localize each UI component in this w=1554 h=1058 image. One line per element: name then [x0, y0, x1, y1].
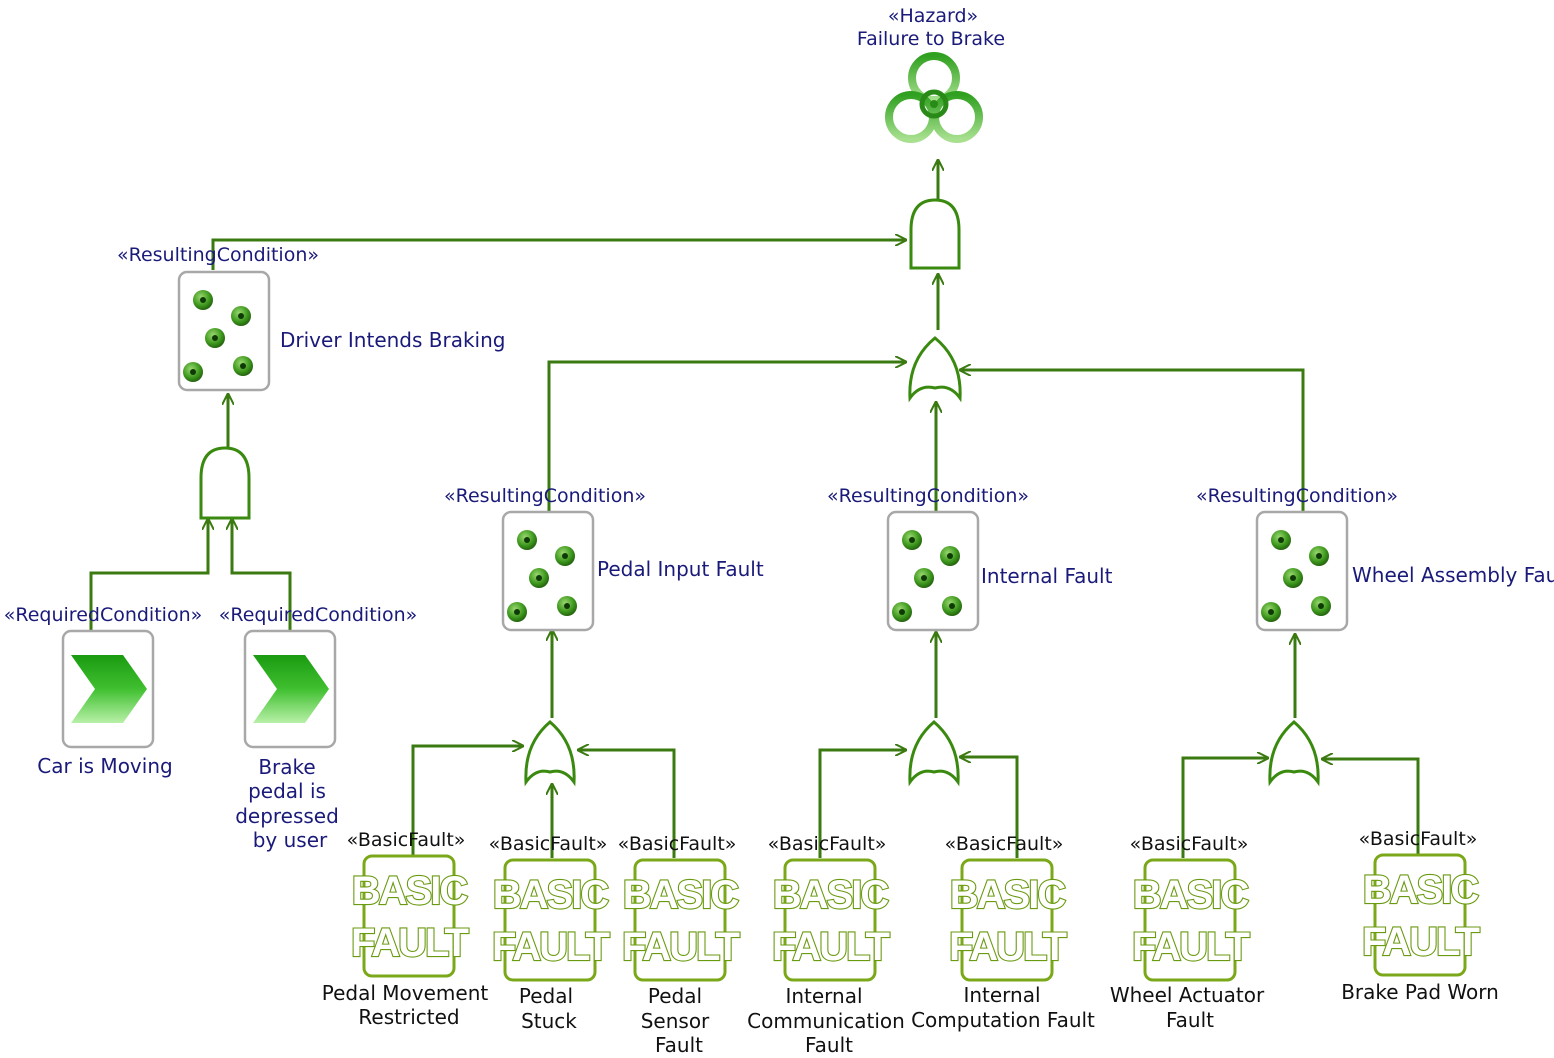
driver-condition-stereotype: «ResultingCondition»	[117, 244, 319, 266]
brake-pedal-chevron-icon	[243, 629, 337, 749]
svg-text:BASIC: BASIC	[352, 869, 468, 913]
brake-pedal-name-line-2: pedal is	[248, 779, 326, 803]
svg-text:BASIC: BASIC	[493, 873, 609, 917]
svg-text:FAULT: FAULT	[351, 921, 468, 965]
hazard-stereotype: «Hazard»	[888, 5, 978, 27]
fault-2-name-line-1: Pedal	[519, 984, 573, 1008]
hazard-name: Failure to Brake	[857, 28, 1005, 50]
car-moving-chevron-icon	[61, 629, 155, 749]
svg-text:BASIC: BASIC	[773, 873, 889, 917]
pedal-input-condition-name: Pedal Input Fault	[597, 557, 764, 581]
fault-2-name-line-2: Stuck	[521, 1009, 577, 1033]
driver-condition-dice-icon	[177, 270, 271, 392]
fault-1-basic-fault-icon: BASIC FAULT	[350, 854, 472, 978]
svg-text:FAULT: FAULT	[772, 925, 889, 969]
svg-text:BASIC: BASIC	[1363, 868, 1479, 912]
wheel-assembly-condition-name: Wheel Assembly Fault	[1352, 563, 1554, 587]
connector-wires	[89, 160, 1420, 858]
wheel-assembly-condition-dice-icon	[1255, 510, 1349, 632]
brake-pedal-name-line-3: depressed	[235, 804, 339, 828]
fault-7-basic-fault-icon: BASIC FAULT	[1361, 853, 1483, 977]
or-gate-middle	[908, 336, 962, 403]
or-gate-wheel	[1268, 720, 1320, 787]
fault-4-stereotype: «BasicFault»	[768, 833, 887, 855]
svg-text:BASIC: BASIC	[623, 873, 739, 917]
internal-condition-name: Internal Fault	[981, 564, 1113, 588]
fault-3-basic-fault-icon: BASIC FAULT	[621, 858, 743, 982]
fault-2-stereotype: «BasicFault»	[489, 833, 608, 855]
svg-text:BASIC: BASIC	[950, 873, 1066, 917]
fault-3-name-line-3: Fault	[655, 1033, 703, 1057]
fault-7-name-line-1: Brake Pad Worn	[1341, 980, 1499, 1004]
car-moving-name: Car is Moving	[37, 754, 172, 778]
fault-4-name-line-2: Communication	[747, 1009, 905, 1033]
fault-3-stereotype: «BasicFault»	[618, 833, 737, 855]
and-gate-top	[909, 198, 961, 270]
brake-pedal-name-line-4: by user	[253, 828, 328, 852]
fault-5-basic-fault-icon: BASIC FAULT	[948, 858, 1070, 982]
brake-pedal-name-line-1: Brake	[258, 755, 315, 779]
fault-3-name-line-2: Sensor	[641, 1009, 710, 1033]
fault-4-name-line-1: Internal	[785, 984, 862, 1008]
fault-7-stereotype: «BasicFault»	[1359, 828, 1478, 850]
fault-3-name-line-1: Pedal	[648, 984, 702, 1008]
fault-1-name-line-1: Pedal Movement	[322, 981, 489, 1005]
fault-5-stereotype: «BasicFault»	[945, 833, 1064, 855]
svg-text:FAULT: FAULT	[492, 925, 609, 969]
or-gate-internal	[908, 720, 960, 787]
pedal-input-condition-stereotype: «ResultingCondition»	[444, 485, 646, 507]
svg-text:FAULT: FAULT	[1132, 925, 1249, 969]
fault-6-stereotype: «BasicFault»	[1130, 833, 1249, 855]
internal-condition-dice-icon	[886, 510, 980, 632]
fault-1-name-line-2: Restricted	[358, 1005, 459, 1029]
fault-5-name-line-1: Internal	[963, 983, 1040, 1007]
and-gate-driver	[199, 446, 251, 520]
driver-condition-name: Driver Intends Braking	[280, 328, 505, 352]
biohazard-icon	[885, 52, 983, 143]
svg-text:FAULT: FAULT	[1362, 920, 1479, 964]
svg-text:FAULT: FAULT	[622, 925, 739, 969]
svg-text:FAULT: FAULT	[949, 925, 1066, 969]
pedal-input-condition-dice-icon	[501, 510, 595, 632]
fault-5-name-line-2: Computation Fault	[911, 1008, 1095, 1032]
wheel-assembly-condition-stereotype: «ResultingCondition»	[1196, 485, 1398, 507]
car-moving-stereotype: «RequiredCondition»	[4, 604, 202, 626]
internal-condition-stereotype: «ResultingCondition»	[827, 485, 1029, 507]
fault-2-basic-fault-icon: BASIC FAULT	[491, 858, 613, 982]
fault-6-name-line-2: Fault	[1166, 1008, 1214, 1032]
or-gate-pedal	[524, 720, 576, 787]
fault-4-basic-fault-icon: BASIC FAULT	[771, 858, 893, 982]
svg-text:BASIC: BASIC	[1133, 873, 1249, 917]
fault-4-name-line-3: Fault	[805, 1033, 853, 1057]
fault-6-basic-fault-icon: BASIC FAULT	[1131, 858, 1253, 982]
brake-pedal-stereotype: «RequiredCondition»	[219, 604, 417, 626]
fault-1-stereotype: «BasicFault»	[347, 829, 466, 851]
fault-6-name-line-1: Wheel Actuator	[1110, 983, 1265, 1007]
